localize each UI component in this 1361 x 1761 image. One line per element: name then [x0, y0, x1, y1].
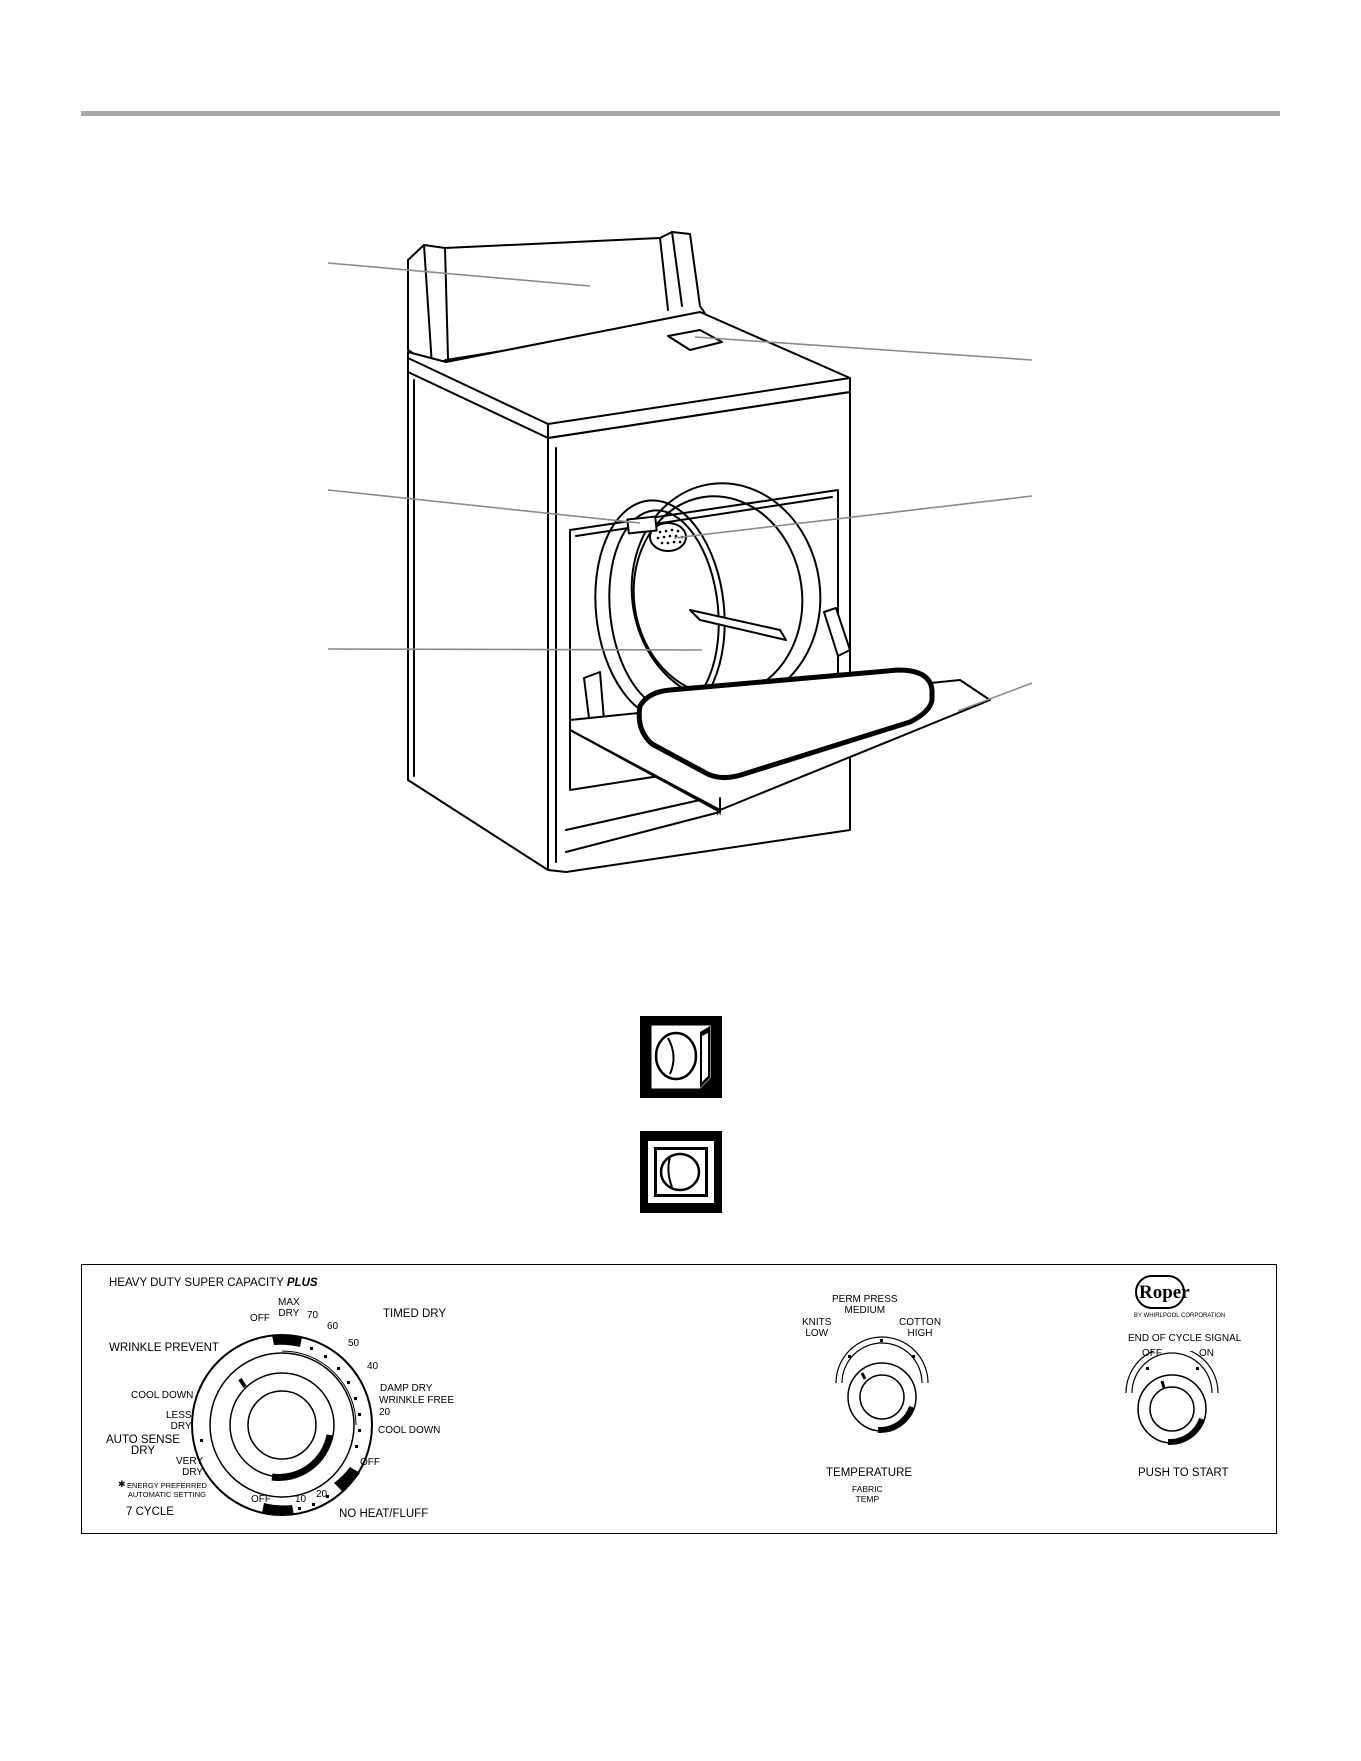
callout-door-switch: [327, 489, 641, 524]
sensor-perforations: [656, 528, 684, 545]
callout-door: [957, 682, 1033, 712]
energy-note-star: ✱: [118, 1479, 126, 1489]
signal-dial[interactable]: [1112, 1351, 1232, 1461]
callout-moisture-sensor: [673, 495, 1033, 539]
cycle-time-30: 30: [339, 1477, 351, 1488]
cycle-time-10: 10: [295, 1494, 307, 1505]
control-panel: HEAVY DUTY SUPER CAPACITY PLUS 7 CYCLE O…: [81, 1264, 1277, 1534]
damp-dry-label: DAMP DRY: [380, 1383, 433, 1394]
temperature-dial-pointer: [860, 1372, 867, 1380]
signal-dial-pointer: [1160, 1380, 1166, 1389]
cycle-off-right: OFF: [360, 1457, 380, 1468]
cycle-count: 7 CYCLE: [126, 1506, 174, 1518]
cycle-time-40: 40: [367, 1361, 379, 1372]
kickplate: [565, 799, 701, 831]
temperature-dial[interactable]: [822, 1325, 942, 1445]
callout-drum: [327, 648, 703, 651]
perm-press-medium-label: PERM PRESS MEDIUM: [832, 1294, 898, 1316]
cycle-time-20-top: 20: [379, 1407, 391, 1418]
lint-screen-flap: [667, 329, 723, 351]
very-dry-label: VERY DRY: [176, 1456, 204, 1478]
cotton-high-label: COTTON HIGH: [899, 1317, 942, 1339]
dryer-illustration: II: [327, 231, 1033, 873]
no-heat-fluff-label: NO HEAT/FLUFF: [339, 1508, 429, 1520]
knits-low-label: KNITS LOW: [802, 1317, 832, 1339]
door-open-side-icon: [640, 1131, 722, 1213]
cool-down-right-label: COOL DOWN: [378, 1425, 441, 1436]
cycle-off-segment-bottom: [262, 1503, 294, 1516]
cycle-time-70: 70: [307, 1310, 319, 1321]
callout-lint-screen: [694, 336, 1033, 361]
cycle-time-60: 60: [327, 1321, 339, 1332]
cycle-time-50: 50: [348, 1338, 360, 1349]
less-dry-label: LESS DRY: [166, 1410, 192, 1432]
dryer-front: [547, 391, 851, 873]
wrinkle-free-label: WRINKLE FREE: [379, 1395, 455, 1406]
top-rule: [81, 111, 1280, 116]
dryer-top: [407, 311, 851, 439]
end-of-cycle-signal-label: END OF CYCLE SIGNAL: [1128, 1333, 1242, 1344]
signal-off-label: OFF: [1142, 1348, 1162, 1359]
cycle-max-dry: MAX DRY: [278, 1297, 300, 1319]
door-label: II: [716, 807, 722, 818]
timed-dry-label: TIMED DRY: [383, 1308, 447, 1320]
roper-logo: Roper: [1135, 1275, 1190, 1309]
auto-sense-dry-label: AUTO SENSE DRY: [106, 1434, 180, 1457]
dryer-side: [407, 371, 549, 871]
cycle-time-20-bottom: 20: [316, 1489, 328, 1500]
callout-control-panel: [327, 262, 591, 287]
temperature-label: TEMPERATURE: [826, 1467, 913, 1479]
drum-baffle: [689, 609, 787, 641]
signal-on-label: ON: [1199, 1348, 1214, 1359]
cycle-dial[interactable]: [182, 1325, 382, 1525]
cool-down-left-label: COOL DOWN: [131, 1390, 194, 1401]
right-hinge: [823, 607, 851, 657]
push-to-start-label: PUSH TO START: [1138, 1467, 1229, 1479]
fabric-temp-label: FABRIC TEMP: [852, 1484, 883, 1504]
door-switch: [626, 515, 658, 535]
cycle-off-segment-top: [272, 1334, 302, 1347]
door-pad: [636, 667, 935, 780]
cycle-off-segment-right: [334, 1467, 360, 1491]
cycle-dial-pointer: [238, 1377, 247, 1389]
cycle-off-bottom: OFF: [251, 1494, 271, 1505]
energy-note: ENERGY PREFERRED AUTOMATIC SETTING: [127, 1481, 207, 1499]
cycle-off-top: OFF: [250, 1313, 270, 1324]
model-title: HEAVY DUTY SUPER CAPACITY PLUS: [109, 1277, 318, 1289]
brand-subtitle: BY WHIRLPOOL CORPORATION: [1134, 1313, 1226, 1319]
door-open-down-icon: [640, 1016, 722, 1098]
wrinkle-prevent-label: WRINKLE PREVENT: [109, 1342, 219, 1354]
